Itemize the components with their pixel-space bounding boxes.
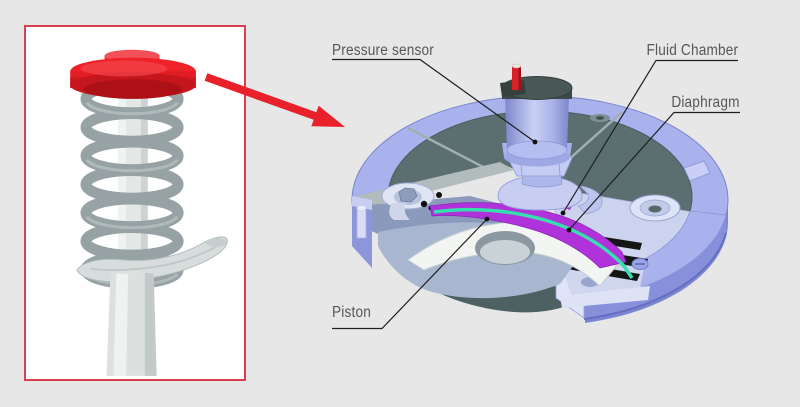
recess-through-hole [648, 205, 662, 213]
ring-notch-tab [683, 160, 711, 182]
callout-piston-label: Piston [332, 304, 371, 321]
pressure-sensor-module [332, 58, 740, 332]
inset-panel [24, 25, 246, 381]
hex-screw-recess [398, 187, 418, 203]
seal-dot [420, 200, 428, 208]
red-arrow [204, 73, 345, 127]
stub-bolt-head [357, 206, 366, 210]
leader-diaphragm [568, 111, 740, 231]
sensor-pin-shade [518, 66, 521, 90]
boss-keyway [389, 203, 410, 220]
seal-shelf-front-face [560, 286, 650, 308]
sensor-pin [512, 66, 521, 90]
stub-bolt [356, 207, 367, 239]
diaphragm-strip [433, 207, 634, 279]
callout-fluid-chamber: Fluid Chamber [646, 42, 738, 59]
spring-assembly-illustration [70, 49, 228, 376]
strut-body [106, 270, 157, 376]
spring-seat [76, 236, 228, 283]
pressure-sensor [497, 63, 603, 215]
sensor-body-bottom [506, 140, 568, 160]
top-mount-cap [70, 49, 196, 99]
sensor-pin-tip [511, 63, 522, 69]
callout-pressure-sensor: Pressure sensor [332, 42, 434, 59]
callout-diaphragm-label: Diaphragm [671, 94, 740, 111]
pressure-sensor-body [505, 96, 569, 150]
rear-screw-hole-center [596, 116, 604, 120]
callout-piston: Piston [332, 304, 371, 321]
leader-dots [484, 139, 572, 233]
seal-dot [436, 192, 442, 198]
leader-pressure-sensor [332, 58, 536, 143]
leader-piston [332, 218, 488, 330]
leader-fluid-chamber [562, 59, 738, 214]
opening-floor [480, 240, 530, 264]
callout-fluid-chamber-label: Fluid Chamber [646, 42, 738, 59]
ring-stub-top [352, 196, 372, 210]
leader-lines [332, 58, 740, 330]
callout-pressure-sensor-label: Pressure sensor [332, 42, 434, 59]
sensor-base-steps [577, 185, 603, 215]
callout-diaphragm: Diaphragm [672, 94, 740, 111]
